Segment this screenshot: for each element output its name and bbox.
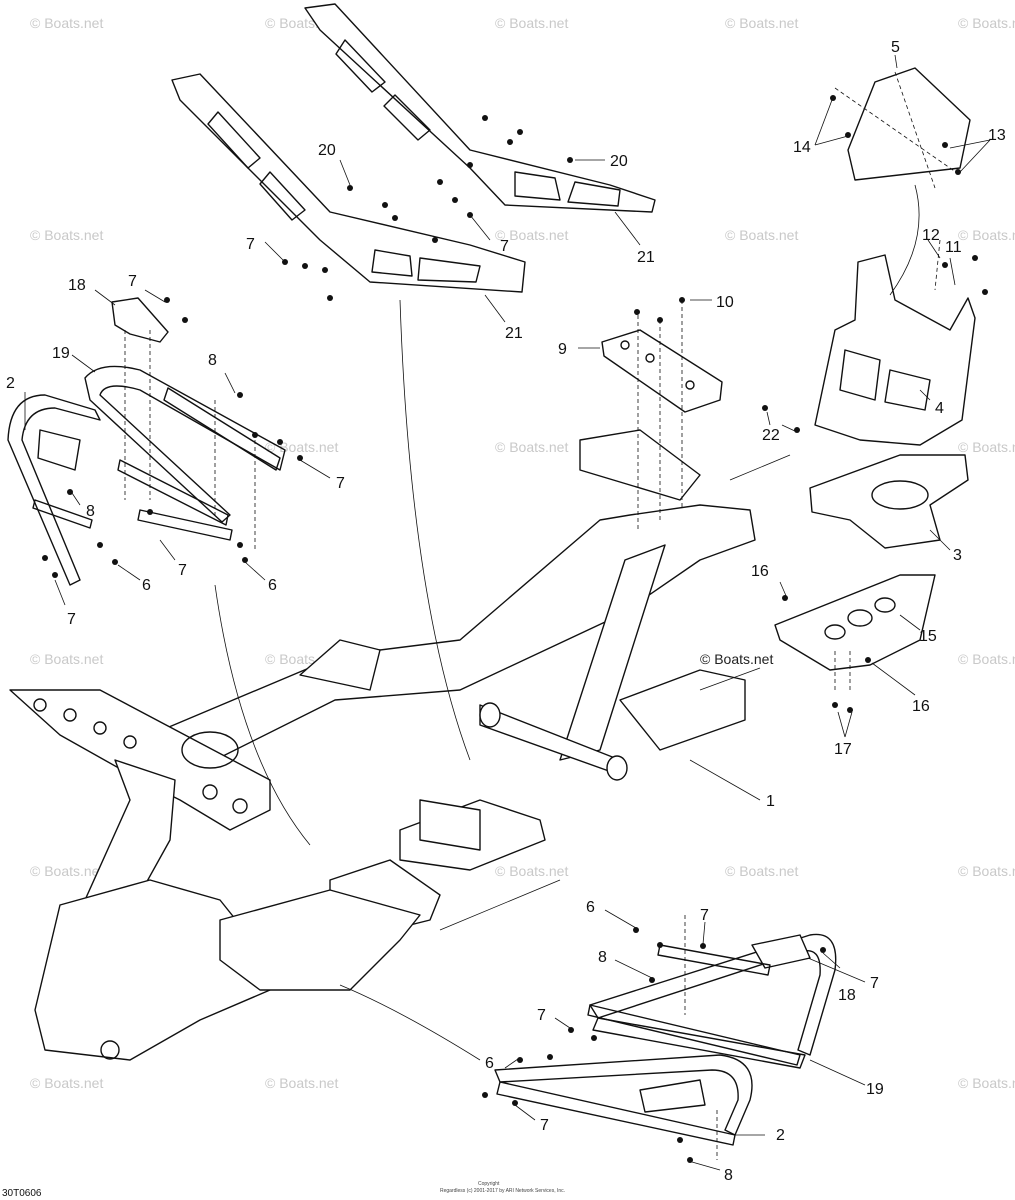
callout-22: 22 bbox=[762, 427, 780, 444]
part-3-bracket bbox=[809, 454, 969, 549]
watermark: © Boats.net bbox=[30, 15, 103, 31]
callout-4: 4 bbox=[935, 400, 944, 417]
watermark: © Boats.net bbox=[265, 439, 338, 455]
callout-20: 20 bbox=[318, 142, 336, 159]
callout-8: 8 bbox=[598, 949, 607, 966]
watermark: © Boats.net bbox=[265, 1075, 338, 1091]
watermark: © Boats.net bbox=[958, 651, 1015, 667]
callout-7: 7 bbox=[128, 273, 137, 290]
callout-6: 6 bbox=[268, 577, 277, 594]
watermark-layer: © Boats.net © Boats.net © Boats.net © Bo… bbox=[30, 15, 1015, 1091]
footer: 30T0606 Copyright Regardless (c) 2001-20… bbox=[2, 1181, 565, 1199]
callout-5: 5 bbox=[891, 39, 900, 56]
watermark: © Boats.net bbox=[725, 227, 798, 243]
fasteners bbox=[42, 95, 988, 1163]
callout-18: 18 bbox=[838, 987, 856, 1004]
callout-21: 21 bbox=[505, 325, 523, 342]
callout-7: 7 bbox=[700, 907, 709, 924]
callout-16: 16 bbox=[912, 698, 930, 715]
copyright-title: Copyright bbox=[478, 1181, 500, 1187]
watermark: © Boats.net bbox=[725, 863, 798, 879]
callout-3: 3 bbox=[953, 547, 962, 564]
callout-7: 7 bbox=[500, 238, 509, 255]
watermark: © Boats.net bbox=[495, 439, 568, 455]
part-2-loop-upper bbox=[7, 394, 101, 586]
callout-9: 9 bbox=[558, 341, 567, 358]
callout-2: 2 bbox=[6, 375, 15, 392]
part-18-bracket-upper bbox=[111, 297, 169, 343]
assembly-guides bbox=[124, 239, 941, 1160]
part-4-bracket bbox=[814, 254, 976, 446]
watermark: © Boats.net bbox=[495, 863, 568, 879]
callout-2: 2 bbox=[776, 1127, 785, 1144]
part-8-strips bbox=[117, 387, 801, 1066]
watermark: © Boats.net bbox=[958, 863, 1015, 879]
part-9-crossmember bbox=[601, 329, 723, 413]
callout-8: 8 bbox=[208, 352, 217, 369]
part-15-bracket bbox=[774, 574, 936, 671]
callout-12: 12 bbox=[922, 227, 940, 244]
callout-19: 19 bbox=[52, 345, 70, 362]
callout-11: 11 bbox=[945, 239, 962, 256]
watermark: © Boats.net bbox=[30, 863, 103, 879]
callout-7: 7 bbox=[540, 1117, 549, 1134]
callout-18: 18 bbox=[68, 277, 86, 294]
watermark: © Boats.net bbox=[958, 227, 1015, 243]
assembly-arrows bbox=[214, 184, 920, 1061]
main-frame-part-1 bbox=[9, 429, 756, 1061]
callout-14: 14 bbox=[793, 139, 811, 156]
callout-7: 7 bbox=[178, 562, 187, 579]
callout-10: 10 bbox=[716, 294, 734, 311]
watermark: © Boats.net bbox=[725, 15, 798, 31]
part-5-plate bbox=[834, 67, 971, 189]
callout-20: 20 bbox=[610, 153, 628, 170]
watermark-inline: © Boats.net bbox=[700, 651, 773, 667]
watermark: © Boats.net bbox=[958, 1075, 1015, 1091]
callout-17: 17 bbox=[834, 741, 852, 758]
upper-rail-rear bbox=[304, 3, 656, 213]
watermark: © Boats.net bbox=[30, 651, 103, 667]
callout-6: 6 bbox=[485, 1055, 494, 1072]
callout-21: 21 bbox=[637, 249, 655, 266]
callout-7: 7 bbox=[67, 611, 76, 628]
diagram-code: 30T0606 bbox=[2, 1188, 42, 1199]
callout-16: 16 bbox=[751, 563, 769, 580]
leader-lines bbox=[24, 54, 991, 1171]
callout-7: 7 bbox=[246, 236, 255, 253]
callout-19: 19 bbox=[866, 1081, 884, 1098]
part-19-loop-upper bbox=[84, 365, 286, 541]
watermark: © Boats.net bbox=[958, 439, 1015, 455]
watermark: © Boats.net bbox=[30, 227, 103, 243]
watermark: © Boats.net bbox=[495, 227, 568, 243]
callout-1: 1 bbox=[766, 793, 775, 810]
watermark: © Boats.net bbox=[30, 1075, 103, 1091]
watermark: © Boats.net bbox=[958, 15, 1015, 31]
callout-7: 7 bbox=[870, 975, 879, 992]
upper-rail-front bbox=[171, 73, 526, 293]
callout-7: 7 bbox=[537, 1007, 546, 1024]
callout-8: 8 bbox=[86, 503, 95, 520]
copyright-line: Regardless (c) 2001-2017 by ARI Network … bbox=[440, 1188, 565, 1194]
callout-13: 13 bbox=[988, 127, 1006, 144]
callout-15: 15 bbox=[919, 628, 937, 645]
callout-6: 6 bbox=[586, 899, 595, 916]
watermark: © Boats.net bbox=[495, 15, 568, 31]
part-18-bracket-lower bbox=[751, 934, 811, 969]
callout-7: 7 bbox=[336, 475, 345, 492]
callout-6: 6 bbox=[142, 577, 151, 594]
callout-labels: 1 2 2 3 4 5 6 6 6 6 7 7 7 7 7 7 7 7 7 7 … bbox=[6, 39, 1006, 1184]
callout-8: 8 bbox=[724, 1167, 733, 1184]
part-2-loop-lower bbox=[494, 1054, 753, 1146]
